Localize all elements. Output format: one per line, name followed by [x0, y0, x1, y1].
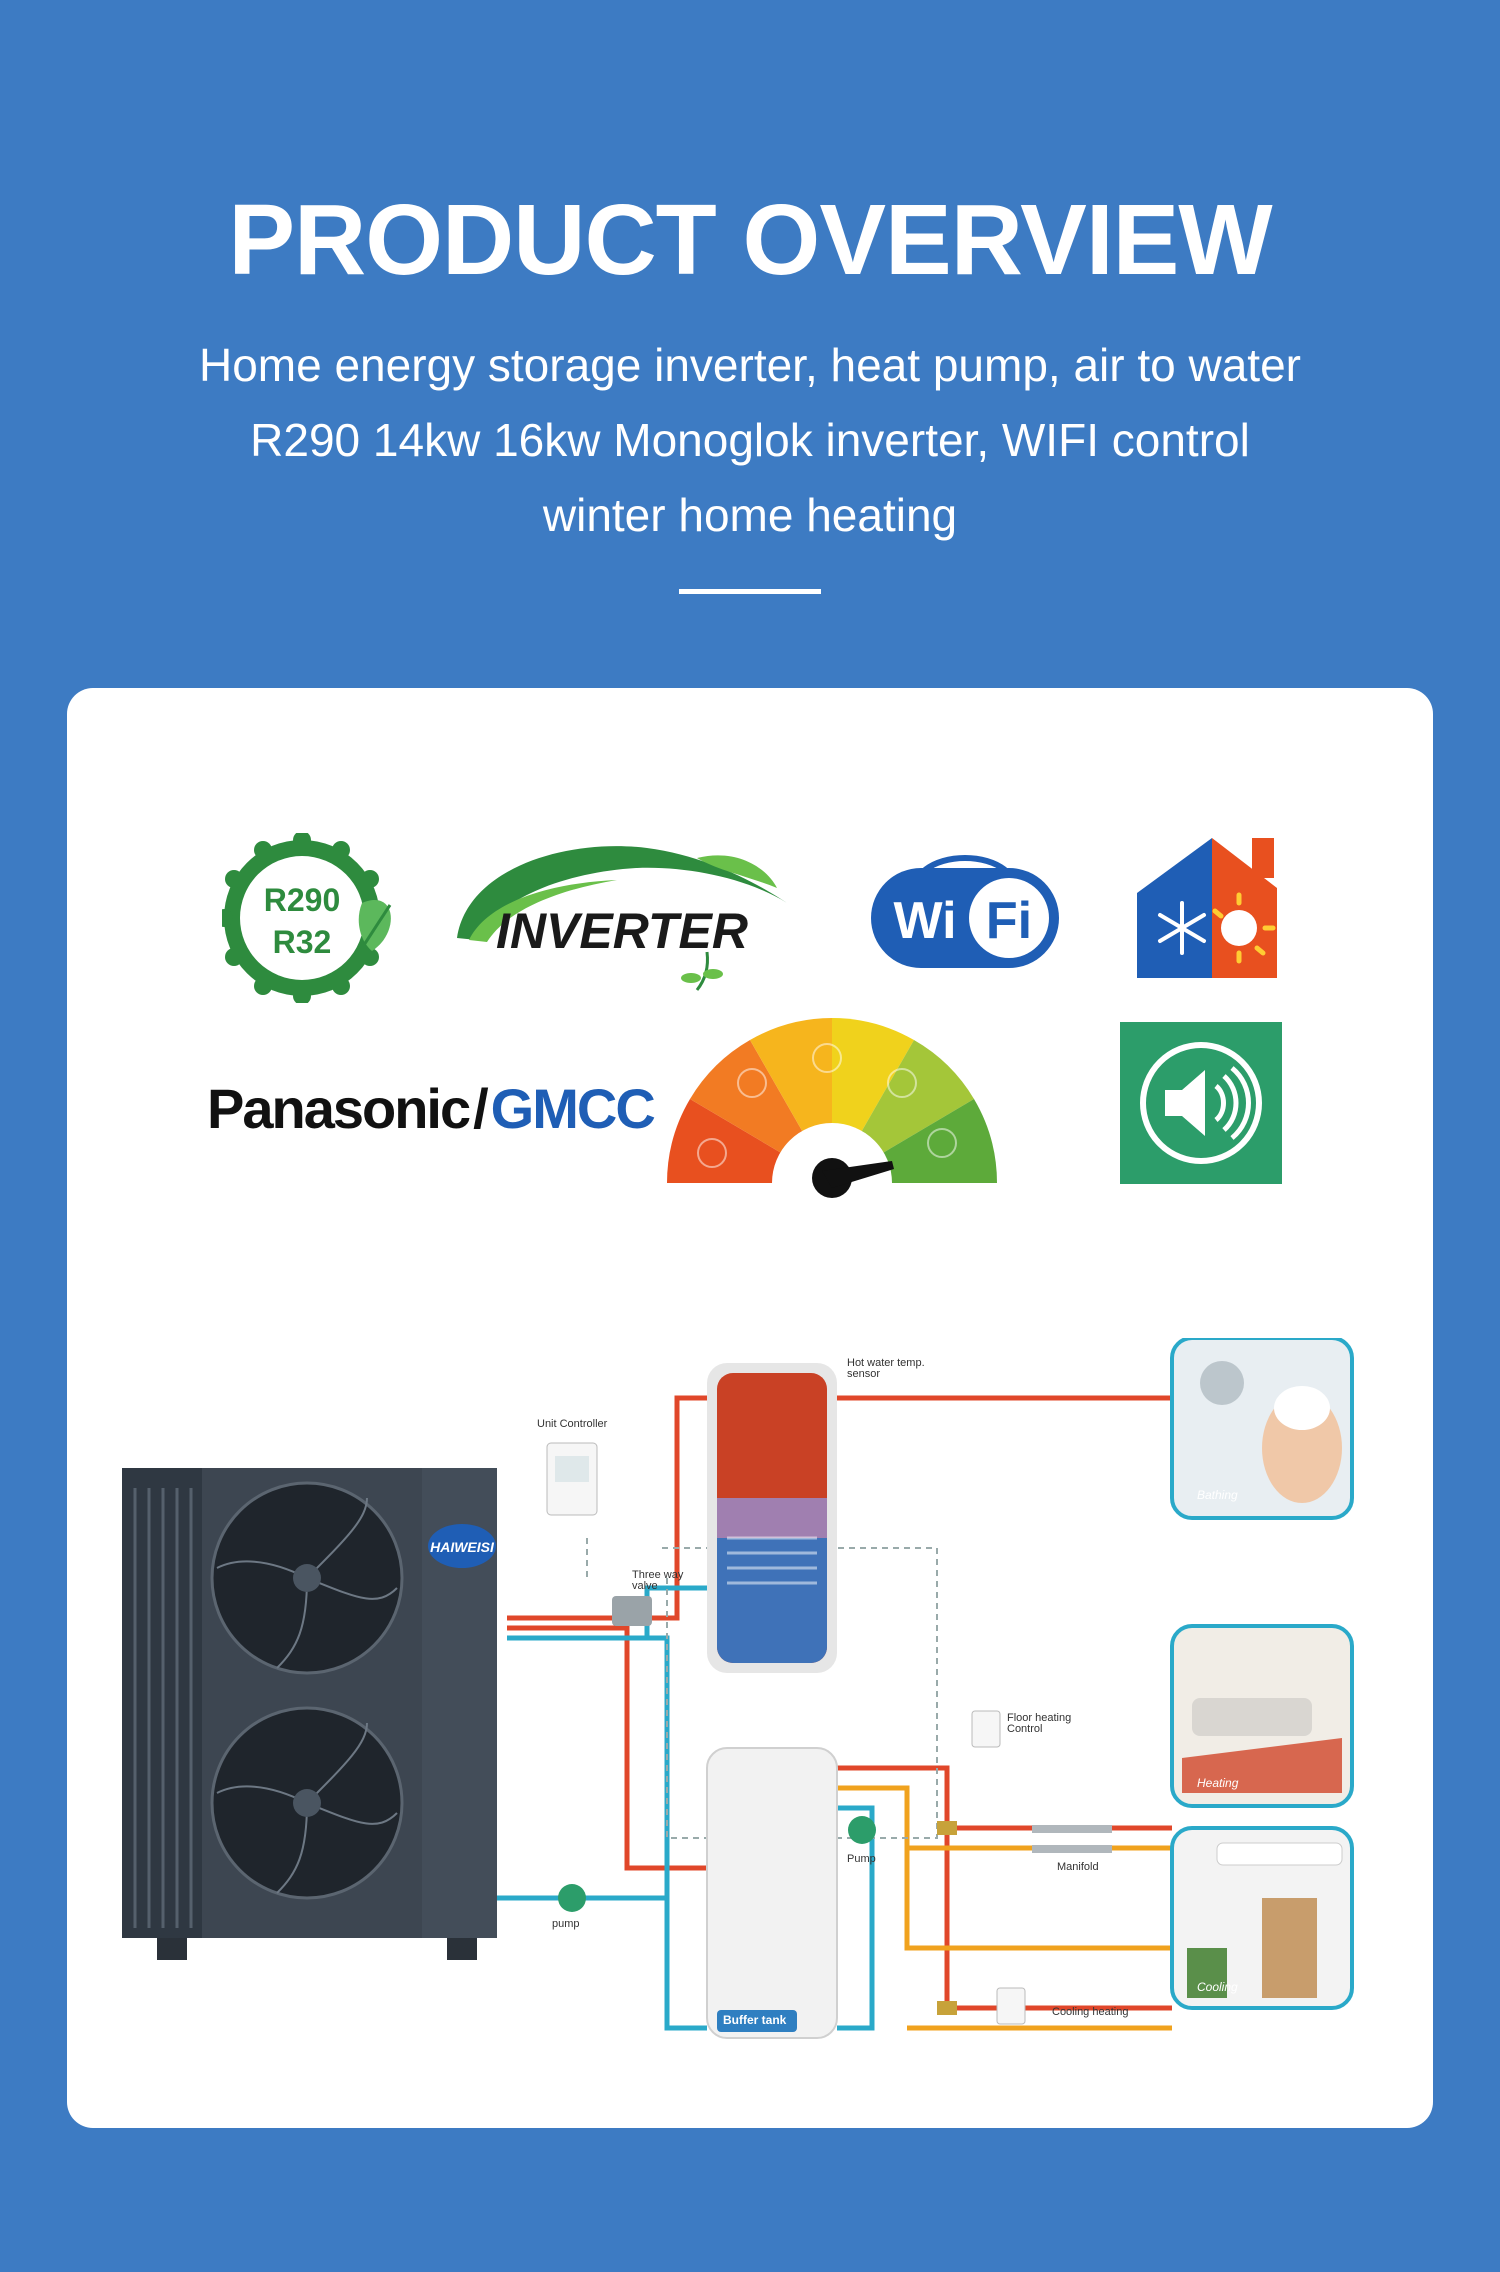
leaf-badge-icon: R290 R32: [215, 831, 392, 1005]
system-diagram: HAIWEISI: [67, 1336, 1433, 2078]
room-label-bathing: Bathing: [1197, 1488, 1238, 1502]
wifi-logo: Wi Fi: [865, 848, 1065, 978]
label-manifold: Manifold: [1057, 1861, 1099, 1873]
page-subtitle: Home energy storage inverter, heat pump,…: [120, 328, 1380, 553]
room-label-cooling: Cooling: [1197, 1980, 1238, 1994]
house-snowflake-sun-icon: [1127, 833, 1297, 983]
refrigerant-badge: R290 R32: [215, 831, 402, 1005]
page-title: PRODUCT OVERVIEW: [228, 184, 1272, 296]
subtitle-line: Home energy storage inverter, heat pump,…: [198, 339, 1301, 391]
room-cooling: [1170, 1826, 1354, 2010]
label-cooling-heating: Cooling heating: [1052, 2006, 1129, 2018]
label-hot-water-sensor: Hot water temp. sensor: [847, 1357, 925, 1380]
label-floor-heating-control: Floor heating Control: [1007, 1712, 1072, 1735]
inverter-swoosh-icon: INVERTER: [457, 846, 787, 991]
room-heating: [1170, 1624, 1354, 1808]
inverter-logo: INVERTER: [447, 828, 787, 998]
subtitle-line: winter home heating: [542, 489, 958, 541]
label-buffer-tank: Buffer tank: [723, 2013, 787, 2027]
brand-panasonic: Panasonic: [207, 1077, 471, 1140]
badge-line1: R290: [264, 882, 341, 918]
subtitle-line: R290 14kw 16kw Monoglok inverter, WIFI c…: [250, 414, 1250, 466]
piping-diagram: HAIWEISI: [122, 1336, 1354, 2039]
inverter-text: INVERTER: [496, 903, 748, 959]
efficiency-gauge-icon: [662, 1013, 1002, 1203]
brand-gmcc: GMCC: [490, 1077, 656, 1140]
compressor-brands: Panasonic/GMCC: [207, 1076, 656, 1156]
label-pump-left: pump: [552, 1918, 580, 1930]
badge-line2: R32: [273, 924, 332, 960]
title-divider: [679, 589, 821, 594]
speaker-icon: [1140, 1042, 1262, 1164]
overview-card: R290 R32 INVERTER Wi Fi: [67, 688, 1433, 2128]
label-three-way-valve: Three way valve: [632, 1569, 684, 1592]
room-bathing: [1170, 1336, 1354, 1520]
brand-separator: /: [473, 1077, 489, 1140]
wifi-text-right: Fi: [986, 892, 1032, 950]
room-label-heating: Heating: [1197, 1776, 1239, 1790]
low-noise-badge: [1120, 1022, 1282, 1184]
label-pump-mid: Pump: [847, 1853, 876, 1865]
wifi-text-left: Wi: [893, 892, 956, 950]
label-unit-controller: Unit Controller: [537, 1418, 608, 1430]
unit-brand: HAIWEISI: [430, 1539, 495, 1555]
wifi-icon: Wi Fi: [871, 855, 1059, 968]
